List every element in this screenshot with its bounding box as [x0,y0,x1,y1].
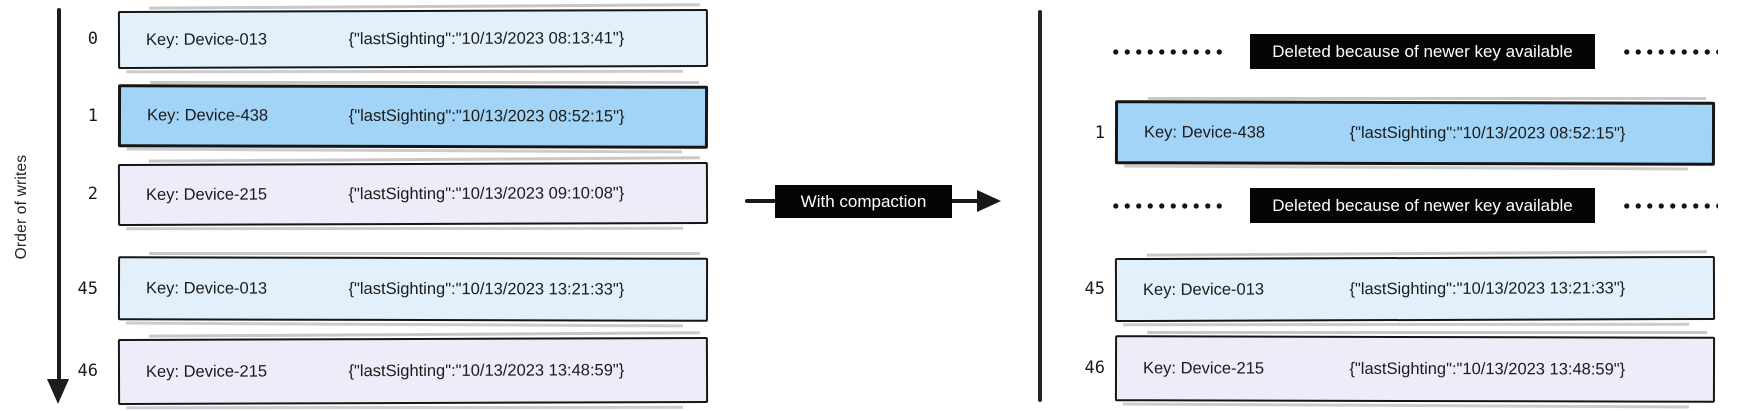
record-key: Key: Device-013 [145,30,268,49]
with-compaction-label: With compaction [775,185,952,218]
record-key: Key: Device-215 [145,185,268,204]
record-row-right-1: Key: Device-438 {"lastSighting":"10/13/2… [1114,100,1716,166]
record-row-left-0: Key: Device-013 {"lastSighting":"10/13/2… [117,8,709,70]
arrow-down-icon [47,379,69,404]
record-key: Key: Device-215 [1142,358,1265,378]
record-row-left-1: Key: Device-438 {"lastSighting":"10/13/2… [117,84,709,149]
record-row-right-46: Key: Device-215 {"lastSighting":"10/13/2… [1114,335,1716,403]
record-value: {"lastSighting":"10/13/2023 09:10:08"} [348,183,625,203]
compacted-log-axis [1038,10,1042,402]
record-row-left-46: Key: Device-215 {"lastSighting":"10/13/2… [117,336,709,406]
deleted-row-0: Deleted because of newer key available [1110,34,1718,69]
record-value: {"lastSighting":"10/13/2023 08:52:15"} [348,106,625,126]
write-index-1: 1 [1094,123,1105,143]
record-key: Key: Device-013 [145,278,268,298]
record-key: Key: Device-438 [146,106,269,125]
write-index-46: 46 [77,361,98,381]
record-row-right-45: Key: Device-013 {"lastSighting":"10/13/2… [1114,255,1716,323]
write-index-46: 46 [1084,358,1105,378]
record-row-left-45: Key: Device-013 {"lastSighting":"10/13/2… [117,256,709,322]
write-index-2: 2 [87,184,98,204]
record-value: {"lastSighting":"10/13/2023 13:48:59"} [1349,359,1626,379]
dotted-line [1110,202,1224,209]
record-value: {"lastSighting":"10/13/2023 13:21:33"} [1349,278,1626,298]
record-value: {"lastSighting":"10/13/2023 13:48:59"} [348,360,625,380]
deleted-badge: Deleted because of newer key available [1250,34,1595,69]
deleted-badge: Deleted because of newer key available [1250,188,1595,223]
record-row-left-2: Key: Device-215 {"lastSighting":"10/13/2… [117,161,709,227]
order-of-writes-axis [57,8,61,380]
record-value: {"lastSighting":"10/13/2023 08:13:41"} [348,28,625,48]
arrow-right-icon [977,190,1001,212]
write-index-45: 45 [1084,279,1105,299]
order-of-writes-label: Order of writes [13,154,30,260]
write-index-0: 0 [87,29,98,49]
dotted-line [1621,48,1718,55]
write-index-1: 1 [87,106,98,126]
deleted-row-2: Deleted because of newer key available [1110,188,1718,223]
record-value: {"lastSighting":"10/13/2023 08:52:15"} [1349,123,1626,143]
dotted-line [1621,202,1718,209]
record-key: Key: Device-215 [145,362,268,381]
dotted-line [1110,48,1224,55]
record-value: {"lastSighting":"10/13/2023 13:21:33"} [348,279,625,299]
record-key: Key: Device-438 [1143,122,1266,142]
write-index-45: 45 [77,279,98,299]
record-key: Key: Device-013 [1142,280,1265,299]
